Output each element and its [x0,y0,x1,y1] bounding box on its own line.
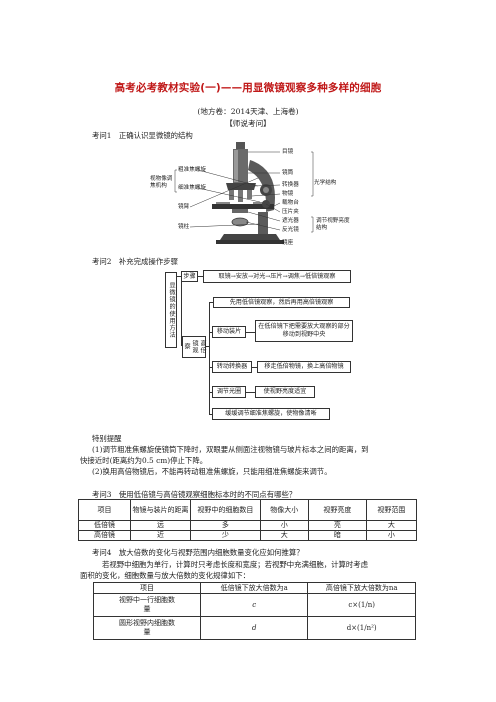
table-cell: 小 [365,530,418,541]
flow-adjust-aperture-label: 调节光圈 [212,386,246,398]
table-row: 视野中一行细胞数量 c c×(1/n) [92,593,416,617]
question-2: 考问2 补充完成操作步骤 [92,257,179,266]
table-row: 高倍镜 近 少 大 暗 小 [77,530,418,541]
label-stage: 载物台 [282,200,299,206]
flow-first-low-then-high: 先用低倍镜观察，然后再用高倍镜观察 [213,297,350,308]
table-cell: 亮 [307,520,367,531]
table-cell: d [200,616,309,640]
table-cell: 暗 [307,530,367,541]
label-coarse-adjustment: 粗准焦螺旋 [178,167,206,173]
table-cell: 小 [259,520,309,531]
table-cell: 低倍镜 [77,520,132,531]
table-cell: d×(1/n²) [307,616,416,640]
table-cell: 少 [190,530,261,541]
label-light-adjust-structure: 调节视野亮度结构 [316,218,350,231]
flow-adjust-aperture-text: 使视野亮度适宜 [255,386,315,398]
table-cell: 大 [259,530,309,541]
comparison-table: 项目 物镜与装片的距离 视野中的细胞数目 物像大小 视野亮度 视野范围 低倍镜 … [77,499,418,541]
label-nosepiece: 转换器 [282,182,299,188]
table-cell: 远 [130,520,191,531]
label-aperture: 遮光器 [282,218,299,224]
table-row: 圆形视野内细胞数量 d d×(1/n²) [92,616,416,640]
label-fine-adjustment: 细准焦螺旋 [178,185,206,191]
question-4: 考问4 放大倍数的变化与视野范围内细胞数量变化应如何推算？ [92,548,304,557]
label-optical-structure: 光学结构 [314,180,337,186]
label-arm: 镜臂 [178,204,190,210]
flow-move-slide-text: 在低倍镜下把需要放大观察的部分移动到视野中央 [255,320,353,342]
flow-fine-focus-text: 缓缓调节细准焦螺旋，使物像清晰 [212,408,330,420]
table-cell: 圆形视野内细胞数量 [92,616,202,640]
tips-line-3: (2)换用高倍物镜后，不能再转动粗准焦螺旋，只能用细准焦螺旋来调节。 [92,467,332,476]
flow-steps-text: 取镜→安放→对光→压片→调焦→低倍镜观察 [203,270,351,283]
label-pillar: 镜柱 [178,224,190,230]
table-cell: 高倍镜 [77,530,132,541]
label-foot: 镜座 [282,240,294,246]
table-header-row: 项目 低倍镜下放大倍数为a 高倍镜下放大倍数为na [92,582,416,594]
tips-line-1: (1)调节粗准焦螺旋使镜筒下降时，双眼要从侧面注视物镜与玻片标本之间的距离，到 [92,445,369,454]
flow-steps-label: 步骤 [181,271,198,282]
table-cell: c×(1/n) [307,593,416,617]
section-header: 【师说考问】 [225,119,271,128]
label-objective: 物镜 [282,191,294,197]
table-cell: 大 [365,520,418,531]
table-cell: 近 [130,530,191,541]
flow-move-slide-label: 移动装片 [212,326,246,338]
table-cell: c [200,593,309,617]
subtitle: (地方卷：2014天津、上海卷) [197,107,299,116]
table-header-cell: 物镜与装片的距离 [130,499,191,521]
table-header-cell: 项目 [77,499,132,521]
flow-turn-nosepiece-text: 移走低倍物镜，换上高倍物镜 [257,361,351,373]
page-title: 高考必考教材实验(一)——用显微镜观察多种多样的细胞 [114,82,382,94]
magnification-table: 项目 低倍镜下放大倍数为a 高倍镜下放大倍数为na 视野中一行细胞数量 c c×… [92,582,416,640]
table-header-cell: 低倍镜下放大倍数为a [200,582,309,594]
table-header-cell: 高倍镜下放大倍数为na [307,582,416,594]
label-leader-lines [174,151,314,244]
label-focus-mechanism: 视物像调焦机构 [150,176,173,189]
table-header-cell: 视野中的细胞数目 [190,499,261,521]
question-1: 考问1 正确认识显微镜的结构 [92,131,193,140]
table-header-cell: 视野范围 [365,499,418,521]
tips-line-2: 快接近时(距离约为0.5 cm)停止下降。 [80,456,208,465]
q4-line-2: 面积的变化，细胞数量与放大倍数的变化规律如下： [80,571,250,580]
label-mirror: 反光镜 [282,227,299,233]
label-eyepiece: 目镜 [282,149,294,155]
table-cell: 多 [190,520,261,531]
label-clips: 压片夹 [282,209,299,215]
tips-header: 特别提醒 [92,434,122,443]
table-header-row: 项目 物镜与装片的距离 视野中的细胞数目 物像大小 视野亮度 视野范围 [77,499,418,521]
table-header-cell: 物像大小 [259,499,309,521]
q4-line-1: 若视野中细胞为单行，计算时只考虑长度和宽度；若视野中充满细胞，计算时考虑 [102,560,369,569]
table-header-cell: 项目 [92,582,202,594]
question-3: 考问3 使用低倍镜与高倍镜观察细胞标本时的不同点有哪些？ [92,490,297,499]
flow-usage-method: 显微镜的使用方法 [165,272,177,348]
flow-turn-nosepiece-label: 转动转换器 [212,361,252,373]
flow-high-power-label: 高倍镜观察 [182,336,206,358]
label-tube: 镜筒 [282,170,294,176]
table-header-cell: 视野亮度 [307,499,367,521]
table-row: 低倍镜 远 多 小 亮 大 [77,520,418,531]
table-cell: 视野中一行细胞数量 [92,593,202,617]
